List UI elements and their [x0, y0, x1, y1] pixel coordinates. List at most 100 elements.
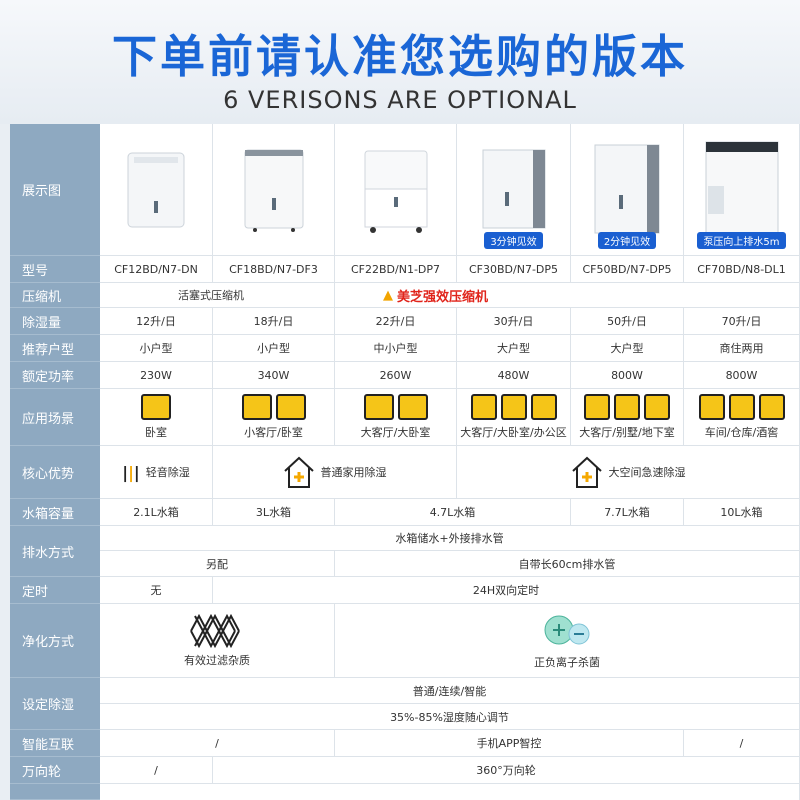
scene-1-label: 卧室 — [145, 426, 167, 439]
warehouse-icon — [728, 394, 755, 420]
drain-all: 水箱储水+外接排水管 — [100, 526, 800, 551]
computer-icon — [530, 394, 557, 420]
wine-bottle-icon — [758, 394, 785, 420]
filter-mesh-icon — [190, 613, 240, 648]
dehumidifier-image — [705, 141, 778, 236]
page-title: 下单前请认准您选购的版本 — [111, 30, 688, 83]
shelf-icon — [644, 394, 670, 420]
scene-4-label: 大客厅/大卧室/办公区 — [460, 426, 567, 439]
row-label-filler — [10, 784, 100, 800]
product-image-cell-3 — [335, 124, 457, 256]
core-1: ||| 轻音除湿 — [100, 446, 213, 499]
page-subtitle: 6 VERISONS ARE OPTIONAL — [223, 86, 577, 114]
scene-4: 大客厅/大卧室/办公区 — [457, 389, 571, 446]
model-6: CF70BD/N8-DL1 — [684, 256, 800, 283]
product-image-cell-1 — [100, 124, 213, 256]
humidity-range: 35%-85%湿度随心调节 — [100, 704, 800, 730]
room-5: 大户型 — [571, 335, 684, 362]
product-image-cell-5: 2分钟见效 — [571, 124, 684, 256]
model-1: CF12BD/N7-DN — [100, 256, 213, 283]
capacity-5: 50升/日 — [571, 308, 684, 335]
bottom-filler — [100, 784, 800, 800]
power-5: 800W — [571, 362, 684, 389]
core-3-label: 大空间急速除湿 — [608, 466, 686, 479]
drain-optional: 另配 — [100, 551, 335, 577]
product-badge-4: 3分钟见效 — [484, 232, 543, 249]
capacity-3: 22升/日 — [335, 308, 457, 335]
dehumidifier-image — [594, 144, 660, 233]
scene-6: 车间/仓库/酒窖 — [684, 389, 800, 446]
row-label-drain: 排水方式 — [10, 526, 100, 577]
scene-2-label: 小客厅/卧室 — [244, 426, 303, 439]
dehumidifier-image — [364, 150, 427, 233]
smart-none-2: / — [684, 730, 800, 757]
scene-3-label: 大客厅/大卧室 — [360, 426, 431, 439]
row-label-model: 型号 — [10, 256, 100, 283]
row-label-wheel: 万向轮 — [10, 757, 100, 784]
sofa-icon — [241, 394, 272, 420]
row-label-purify: 净化方式 — [10, 604, 100, 678]
wheel-none: / — [100, 757, 213, 784]
capacity-2: 18升/日 — [213, 308, 335, 335]
smart-none-1: / — [100, 730, 335, 757]
purify-ion: 正负离子杀菌 — [335, 604, 800, 678]
sofa-icon — [470, 394, 497, 420]
power-6: 800W — [684, 362, 800, 389]
wrench-icon — [698, 394, 725, 420]
capacity-6: 70升/日 — [684, 308, 800, 335]
sofa-icon — [363, 394, 394, 420]
row-label-humidity: 设定除湿 — [10, 678, 100, 730]
compressor-premium-label: 美芝强效压缩机 — [397, 289, 489, 305]
row-label-power: 额定功率 — [10, 362, 100, 389]
dehumidifier-image — [127, 152, 185, 227]
purify-filter: 有效过滤杂质 — [100, 604, 335, 678]
drain-builtin: 自带长60cm排水管 — [335, 551, 800, 577]
timer-none: 无 — [100, 577, 213, 604]
dehumidifier-image — [482, 149, 545, 228]
purify-ion-label: 正负离子杀菌 — [534, 655, 600, 669]
room-3: 中小户型 — [335, 335, 457, 362]
house-icon — [397, 394, 428, 420]
quiet-icon: ||| — [122, 462, 140, 482]
model-3: CF22BD/N1-DP7 — [335, 256, 457, 283]
product-badge-5: 2分钟见效 — [597, 232, 657, 249]
power-4: 480W — [457, 362, 571, 389]
thumbs-up-icon: ▲ — [383, 287, 393, 303]
row-label-capacity: 除湿量 — [10, 308, 100, 335]
house-plus-icon — [571, 456, 602, 488]
scene-3: 大客厅/大卧室 — [335, 389, 457, 446]
bed-icon — [275, 394, 306, 420]
bed-icon — [141, 394, 171, 420]
house-plus-icon — [283, 456, 314, 488]
capacity-4: 30升/日 — [457, 308, 571, 335]
dehumidifier-image — [244, 149, 303, 232]
row-label-tank: 水箱容量 — [10, 499, 100, 526]
wheel-360: 360°万向轮 — [213, 757, 800, 784]
product-image-cell-6: 泵压向上排水5m — [684, 124, 800, 256]
ion-bubble-icon — [544, 615, 590, 644]
bed-icon — [500, 394, 527, 420]
tank-4: 7.7L水箱 — [571, 499, 684, 526]
tank-3: 4.7L水箱 — [335, 499, 571, 526]
timer-24h: 24H双向定时 — [213, 577, 800, 604]
core-3: 大空间急速除湿 — [457, 446, 800, 499]
scene-1: 卧室 — [100, 389, 213, 446]
room-2: 小户型 — [213, 335, 335, 362]
row-label-smart: 智能互联 — [10, 730, 100, 757]
sofa-icon — [584, 394, 610, 420]
compressor-standard: 活塞式压缩机 — [100, 283, 335, 308]
purify-filter-label: 有效过滤杂质 — [184, 653, 250, 667]
room-4: 大户型 — [457, 335, 571, 362]
power-2: 340W — [213, 362, 335, 389]
scene-5-label: 大客厅/别墅/地下室 — [579, 426, 675, 439]
tank-2: 3L水箱 — [213, 499, 335, 526]
row-label-core: 核心优势 — [10, 446, 100, 499]
product-badge-6: 泵压向上排水5m — [697, 232, 786, 249]
power-1: 230W — [100, 362, 213, 389]
scene-6-label: 车间/仓库/酒窖 — [704, 426, 779, 439]
model-4: CF30BD/N7-DP5 — [457, 256, 571, 283]
row-label-room: 推荐户型 — [10, 335, 100, 362]
row-label-image: 展示图 — [10, 124, 100, 256]
room-1: 小户型 — [100, 335, 213, 362]
model-5: CF50BD/N7-DP5 — [571, 256, 684, 283]
